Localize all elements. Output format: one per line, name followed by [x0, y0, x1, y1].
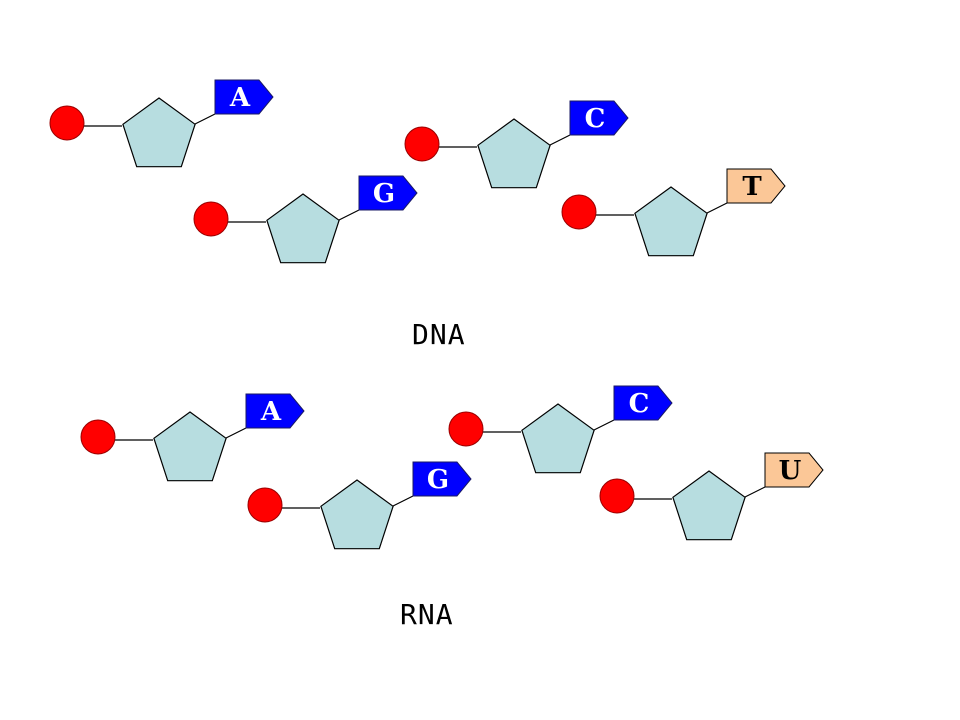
sugar-base-bond: [706, 201, 730, 214]
phosphate-circle: [49, 105, 85, 141]
sugar-base-bond: [744, 485, 768, 498]
sugar-base-bond: [225, 426, 249, 439]
phosphate-circle: [404, 126, 440, 162]
base-letter: G: [427, 465, 449, 495]
rna-nucleotide-g: G: [247, 461, 472, 550]
base-letter: A: [260, 397, 282, 427]
base-tag: [214, 79, 274, 115]
sugar-pentagon: [122, 97, 196, 168]
phosphate-circle: [247, 487, 283, 523]
base-letter: U: [779, 456, 802, 486]
dna-nucleotide-t: T: [561, 168, 786, 257]
dna-nucleotide-g: G: [193, 175, 418, 264]
sugar-pentagon: [672, 470, 746, 541]
sugar-base-bond: [338, 208, 362, 221]
base-letter: T: [742, 172, 762, 202]
base-tag: [358, 175, 418, 211]
rna-nucleotide-c: C: [448, 385, 673, 474]
dna-label: DNA: [412, 318, 466, 351]
dna-nucleotide-c: C: [404, 100, 629, 189]
phosphate-circle: [448, 411, 484, 447]
base-tag: [726, 168, 786, 204]
rna-nucleotide-u: U: [599, 452, 824, 541]
phosphate-circle: [561, 194, 597, 230]
base-tag: [764, 452, 824, 488]
base-tag: [245, 393, 305, 429]
base-letter: C: [629, 389, 650, 419]
base-tag: [613, 385, 673, 421]
sugar-pentagon: [521, 403, 595, 474]
sugar-base-bond: [194, 112, 218, 125]
phosphate-circle: [599, 478, 635, 514]
rna-label: RNA: [400, 598, 454, 631]
base-tag: [412, 461, 472, 497]
base-letter: C: [585, 104, 606, 134]
base-letter: A: [229, 83, 251, 113]
rna-nucleotide-a: A: [80, 393, 305, 482]
sugar-pentagon: [266, 193, 340, 264]
sugar-pentagon: [477, 118, 551, 189]
phosphate-circle: [80, 419, 116, 455]
sugar-pentagon: [320, 479, 394, 550]
sugar-base-bond: [392, 494, 416, 507]
base-tag: [569, 100, 629, 136]
phosphate-circle: [193, 201, 229, 237]
sugar-base-bond: [549, 133, 573, 146]
sugar-pentagon: [634, 186, 708, 257]
sugar-pentagon: [153, 411, 227, 482]
sugar-base-bond: [593, 418, 617, 431]
dna-nucleotide-a: A: [49, 79, 274, 168]
base-letter: G: [373, 179, 395, 209]
